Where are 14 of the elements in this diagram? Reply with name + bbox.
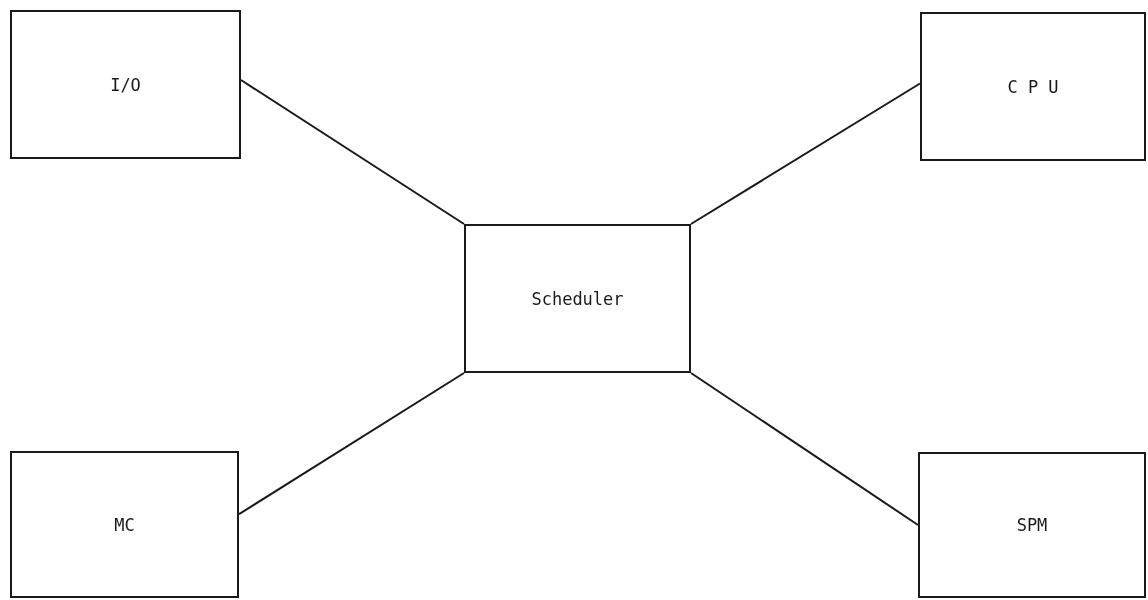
box-label: I/O <box>110 74 141 95</box>
connector-line <box>240 79 465 225</box>
process-box <box>464 224 691 373</box>
process-box <box>10 10 241 159</box>
connector-line <box>690 372 919 526</box>
process-box <box>920 12 1146 161</box>
box-label: SPM <box>1016 515 1048 535</box>
box-label: Scheduler <box>531 288 624 309</box>
box-label: MC <box>114 514 135 535</box>
process-box <box>918 452 1146 598</box>
connector-line <box>690 82 921 225</box>
process-box <box>10 451 239 598</box>
box-label: C P U <box>1007 76 1059 97</box>
connector-line <box>238 372 465 516</box>
